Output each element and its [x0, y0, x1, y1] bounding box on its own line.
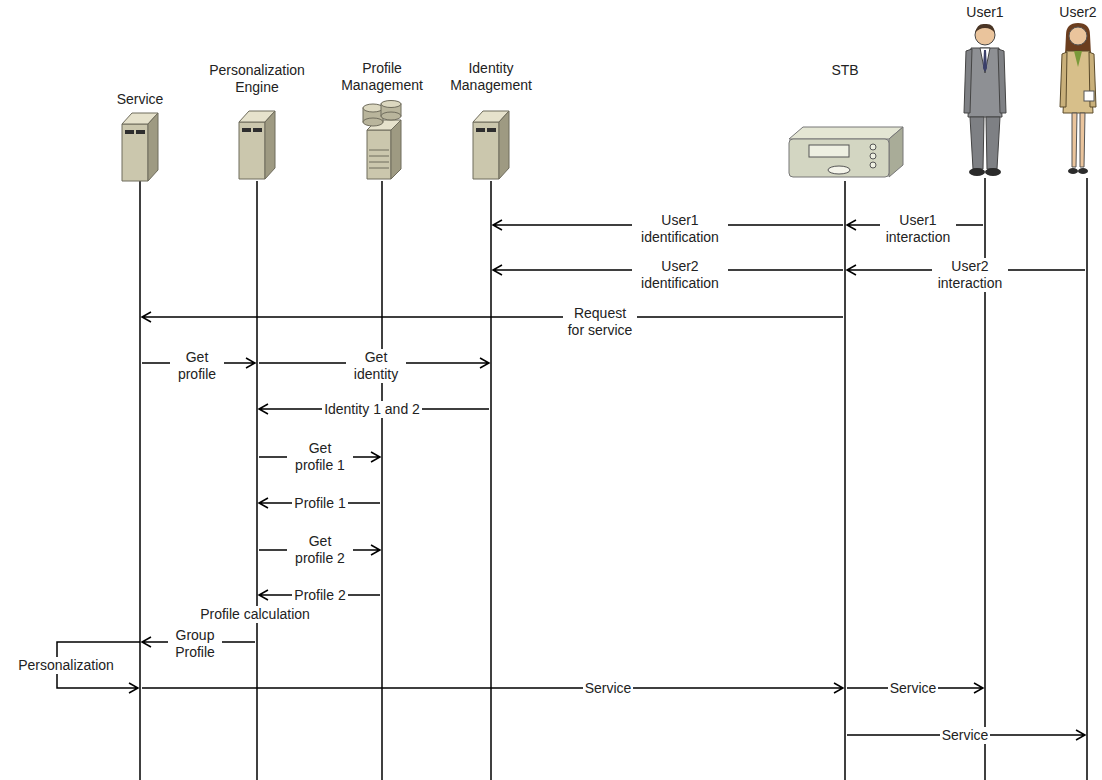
- message-arrow: [142, 312, 843, 322]
- participant-label: User1: [955, 4, 1015, 21]
- lifeline: [381, 181, 383, 780]
- message-label: Get identity: [346, 349, 406, 383]
- message-label: Service: [940, 727, 991, 744]
- note-label: Profile calculation: [198, 606, 312, 623]
- message-label: User2 interaction: [932, 258, 1008, 292]
- message-label: User2 identification: [632, 258, 728, 292]
- message-label: Profile 1: [292, 495, 347, 512]
- server-node: Identity Management: [443, 60, 539, 180]
- participant-label: Identity Management: [443, 60, 539, 94]
- message-label: Service: [583, 680, 634, 697]
- lifeline-group: [140, 178, 1087, 780]
- server-icon: [201, 108, 313, 180]
- set-top-box-node: STB: [783, 62, 907, 180]
- user-node: User2: [1056, 4, 1100, 178]
- server-icon: [100, 110, 180, 182]
- participant-label: Profile Management: [334, 60, 430, 94]
- message-label: Get profile 1: [287, 440, 353, 474]
- man-icon: [955, 21, 1015, 178]
- lifeline: [139, 181, 141, 780]
- server-icon: [443, 108, 539, 180]
- user-node: User1: [955, 4, 1015, 178]
- message-label: Request for service: [563, 305, 637, 339]
- message-label: Identity 1 and 2: [322, 401, 422, 418]
- message-label: Get profile 2: [287, 533, 353, 567]
- message-label: Service: [888, 680, 939, 697]
- message-label: Group Profile: [168, 627, 222, 661]
- message-label: User1 identification: [632, 212, 728, 246]
- participant-label: STB: [783, 62, 907, 79]
- message-label: Personalization: [16, 657, 116, 674]
- lifeline: [490, 181, 492, 780]
- server-node: Personalization Engine: [201, 62, 313, 180]
- message-label: Get profile: [170, 349, 224, 383]
- participant-label: User2: [1056, 4, 1100, 21]
- woman-icon: [1056, 21, 1100, 178]
- lifeline: [844, 181, 846, 780]
- db-icon: [334, 100, 430, 180]
- participant-label: Service: [100, 91, 180, 108]
- participant-label: Personalization Engine: [201, 62, 313, 96]
- database-node: Profile Management: [334, 60, 430, 180]
- lifeline: [1086, 178, 1088, 780]
- message-label: User1 interaction: [880, 212, 956, 246]
- message-arrow: [142, 683, 843, 693]
- server-node: Service: [100, 91, 180, 182]
- stb-icon: [783, 125, 907, 180]
- lifeline: [256, 181, 258, 780]
- message-label: Profile 2: [292, 587, 347, 604]
